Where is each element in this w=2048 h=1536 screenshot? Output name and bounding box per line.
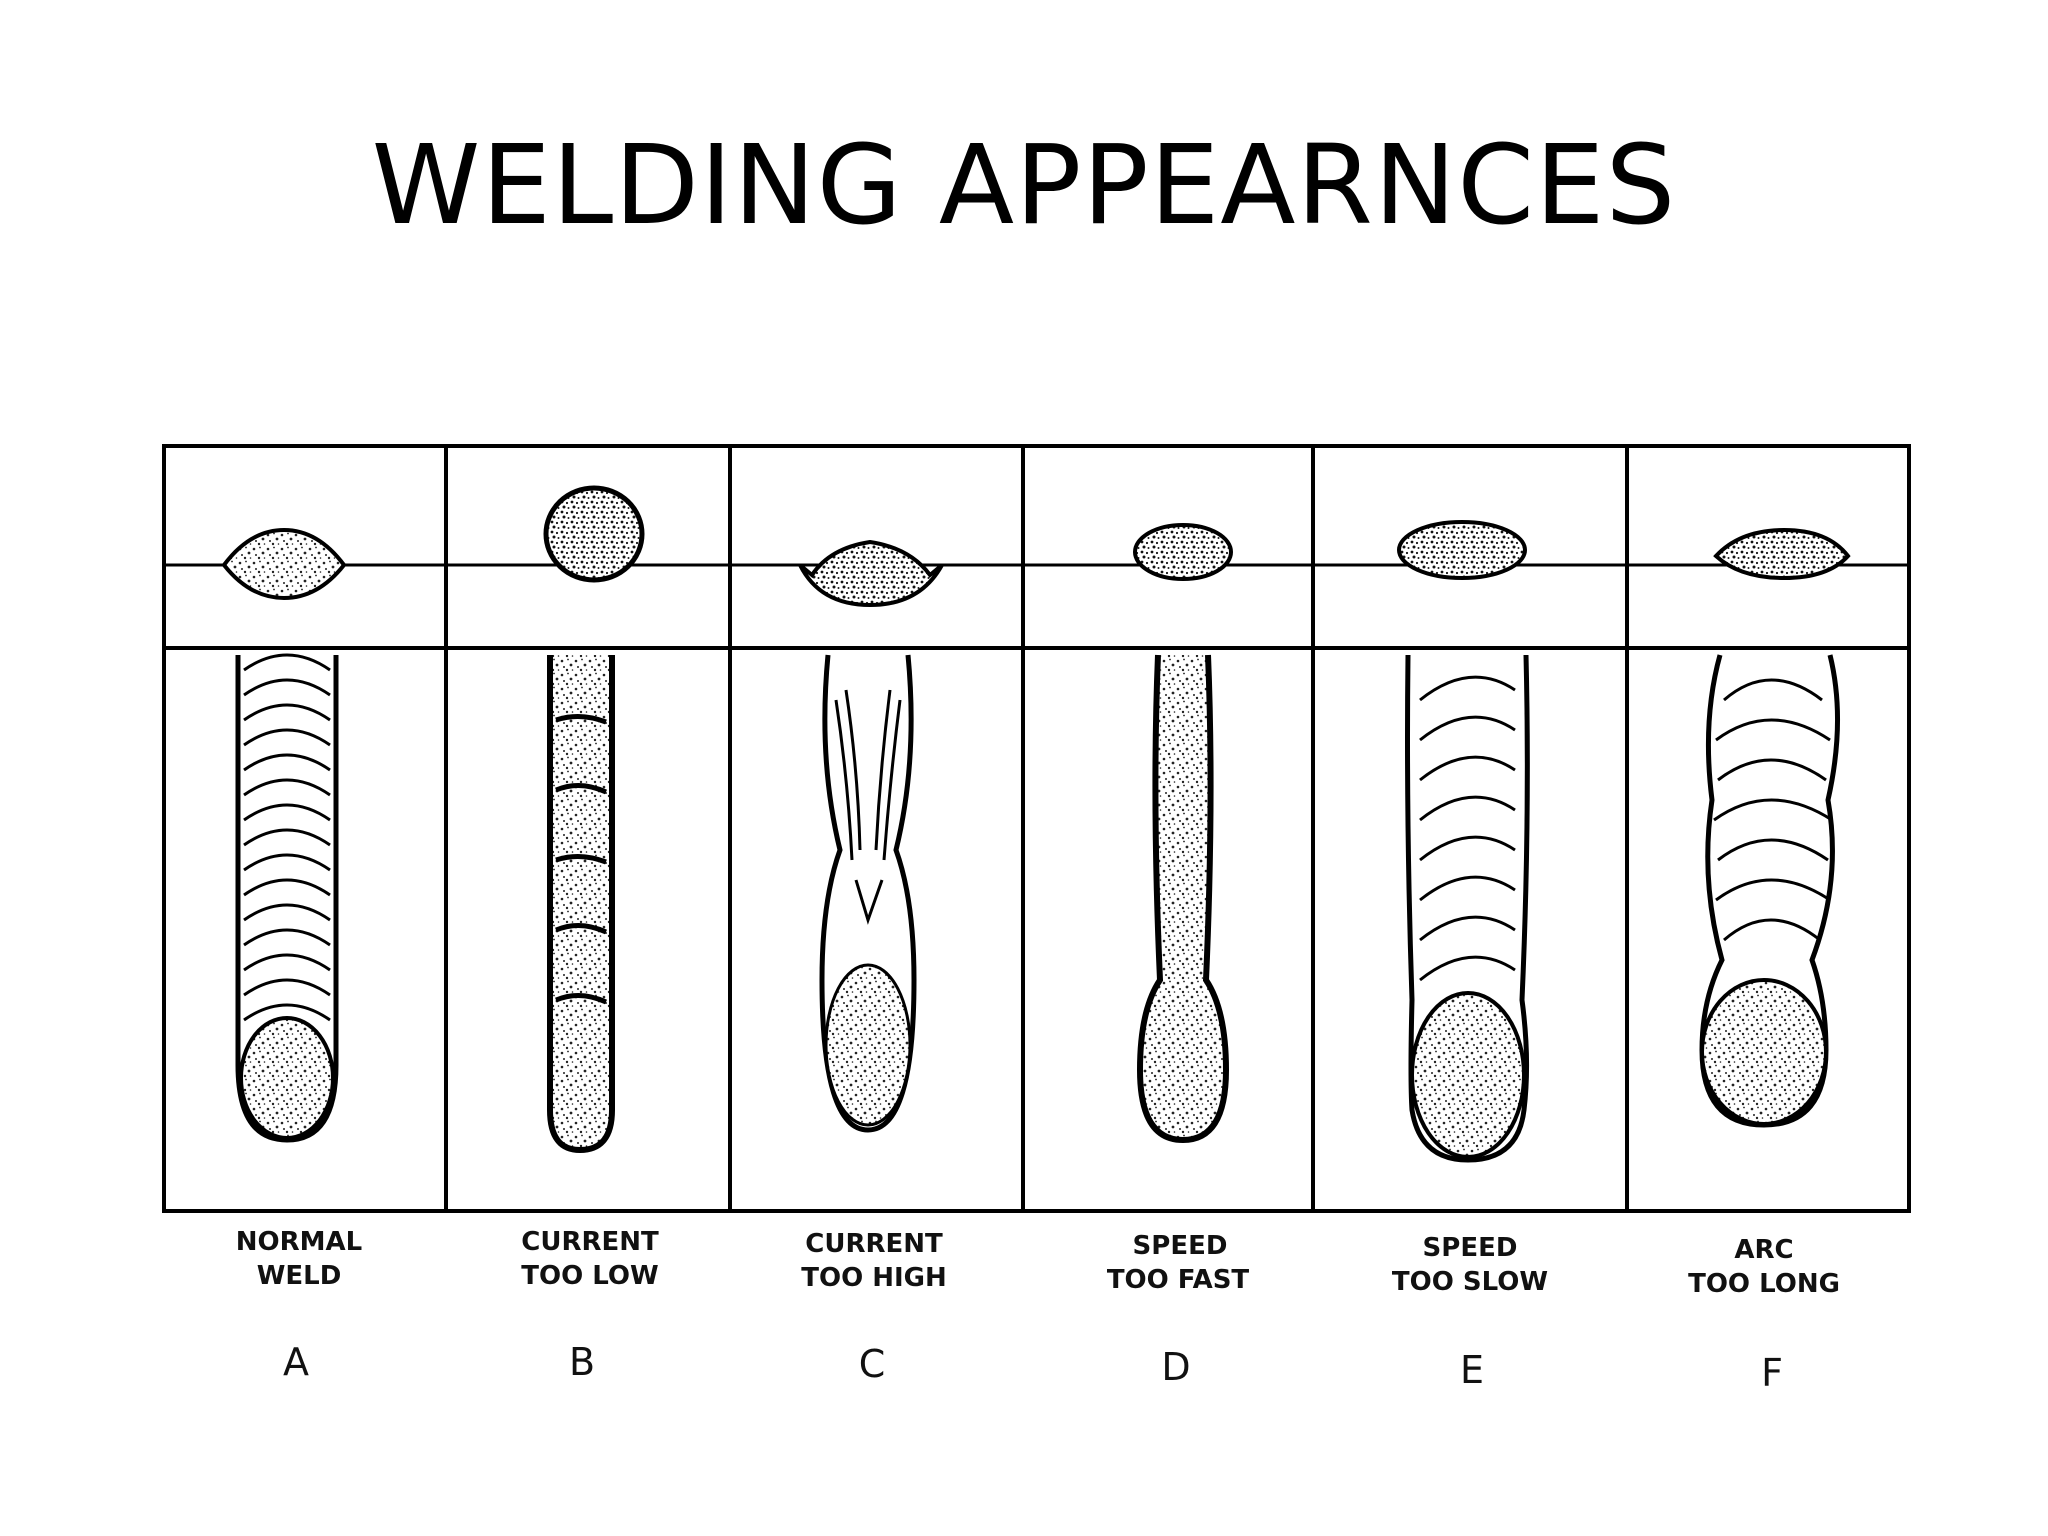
panel-b-letter: B <box>569 1340 595 1384</box>
panel-f-label-line1: ARC <box>1734 1235 1793 1265</box>
bead-top-view <box>1699 654 1841 1128</box>
weld-panel-a <box>221 527 347 1143</box>
weld-panel-c <box>798 539 944 1133</box>
bead-top-view <box>819 654 917 1133</box>
panel-a-label-line1: NORMAL <box>236 1227 362 1257</box>
bead-cross-section <box>1133 523 1233 581</box>
panel-d-letter: D <box>1161 1345 1190 1389</box>
bead-cross-section <box>1397 520 1527 580</box>
panel-c-label-line2: TOO HIGH <box>801 1263 947 1293</box>
panel-a-letter: A <box>283 1340 309 1384</box>
panel-f-letter: F <box>1761 1351 1783 1395</box>
panel-c-label-line1: CURRENT <box>805 1229 943 1259</box>
bead-cross-section <box>543 485 645 583</box>
bead-cross-section <box>221 527 347 601</box>
panel-e-label-line1: SPEED <box>1423 1233 1518 1263</box>
panel-d-label-line1: SPEED <box>1133 1231 1228 1261</box>
panel-e-label-line2: TOO SLOW <box>1392 1267 1548 1297</box>
bead-top-view <box>235 653 339 1143</box>
panel-b-label-line2: TOO LOW <box>521 1261 658 1291</box>
bead-cross-section <box>1713 527 1851 581</box>
bead-cross-section <box>798 539 944 608</box>
weld-panel-f <box>1699 527 1851 1128</box>
panel-e-letter: E <box>1460 1348 1484 1392</box>
panel-c-letter: C <box>859 1342 886 1386</box>
panel-labels: NORMAL WELD A CURRENT TOO LOW B CURRENT … <box>236 1227 1840 1395</box>
panel-b-label-line1: CURRENT <box>521 1227 659 1257</box>
slide-title: WELDING APPEARNCES <box>371 121 1677 249</box>
weld-panel-e <box>1397 520 1530 1163</box>
diagram-frame <box>162 444 1911 1213</box>
bead-top-view <box>1405 654 1530 1163</box>
panel-a-label-line2: WELD <box>257 1261 342 1291</box>
bead-top-view <box>547 655 615 1154</box>
panel-d-label-line2: TOO FAST <box>1107 1265 1250 1295</box>
bead-top-view <box>1136 654 1230 1144</box>
weld-panel-d <box>1133 523 1233 1144</box>
panel-f-label-line2: TOO LONG <box>1688 1269 1840 1299</box>
weld-panel-b <box>543 485 645 1154</box>
